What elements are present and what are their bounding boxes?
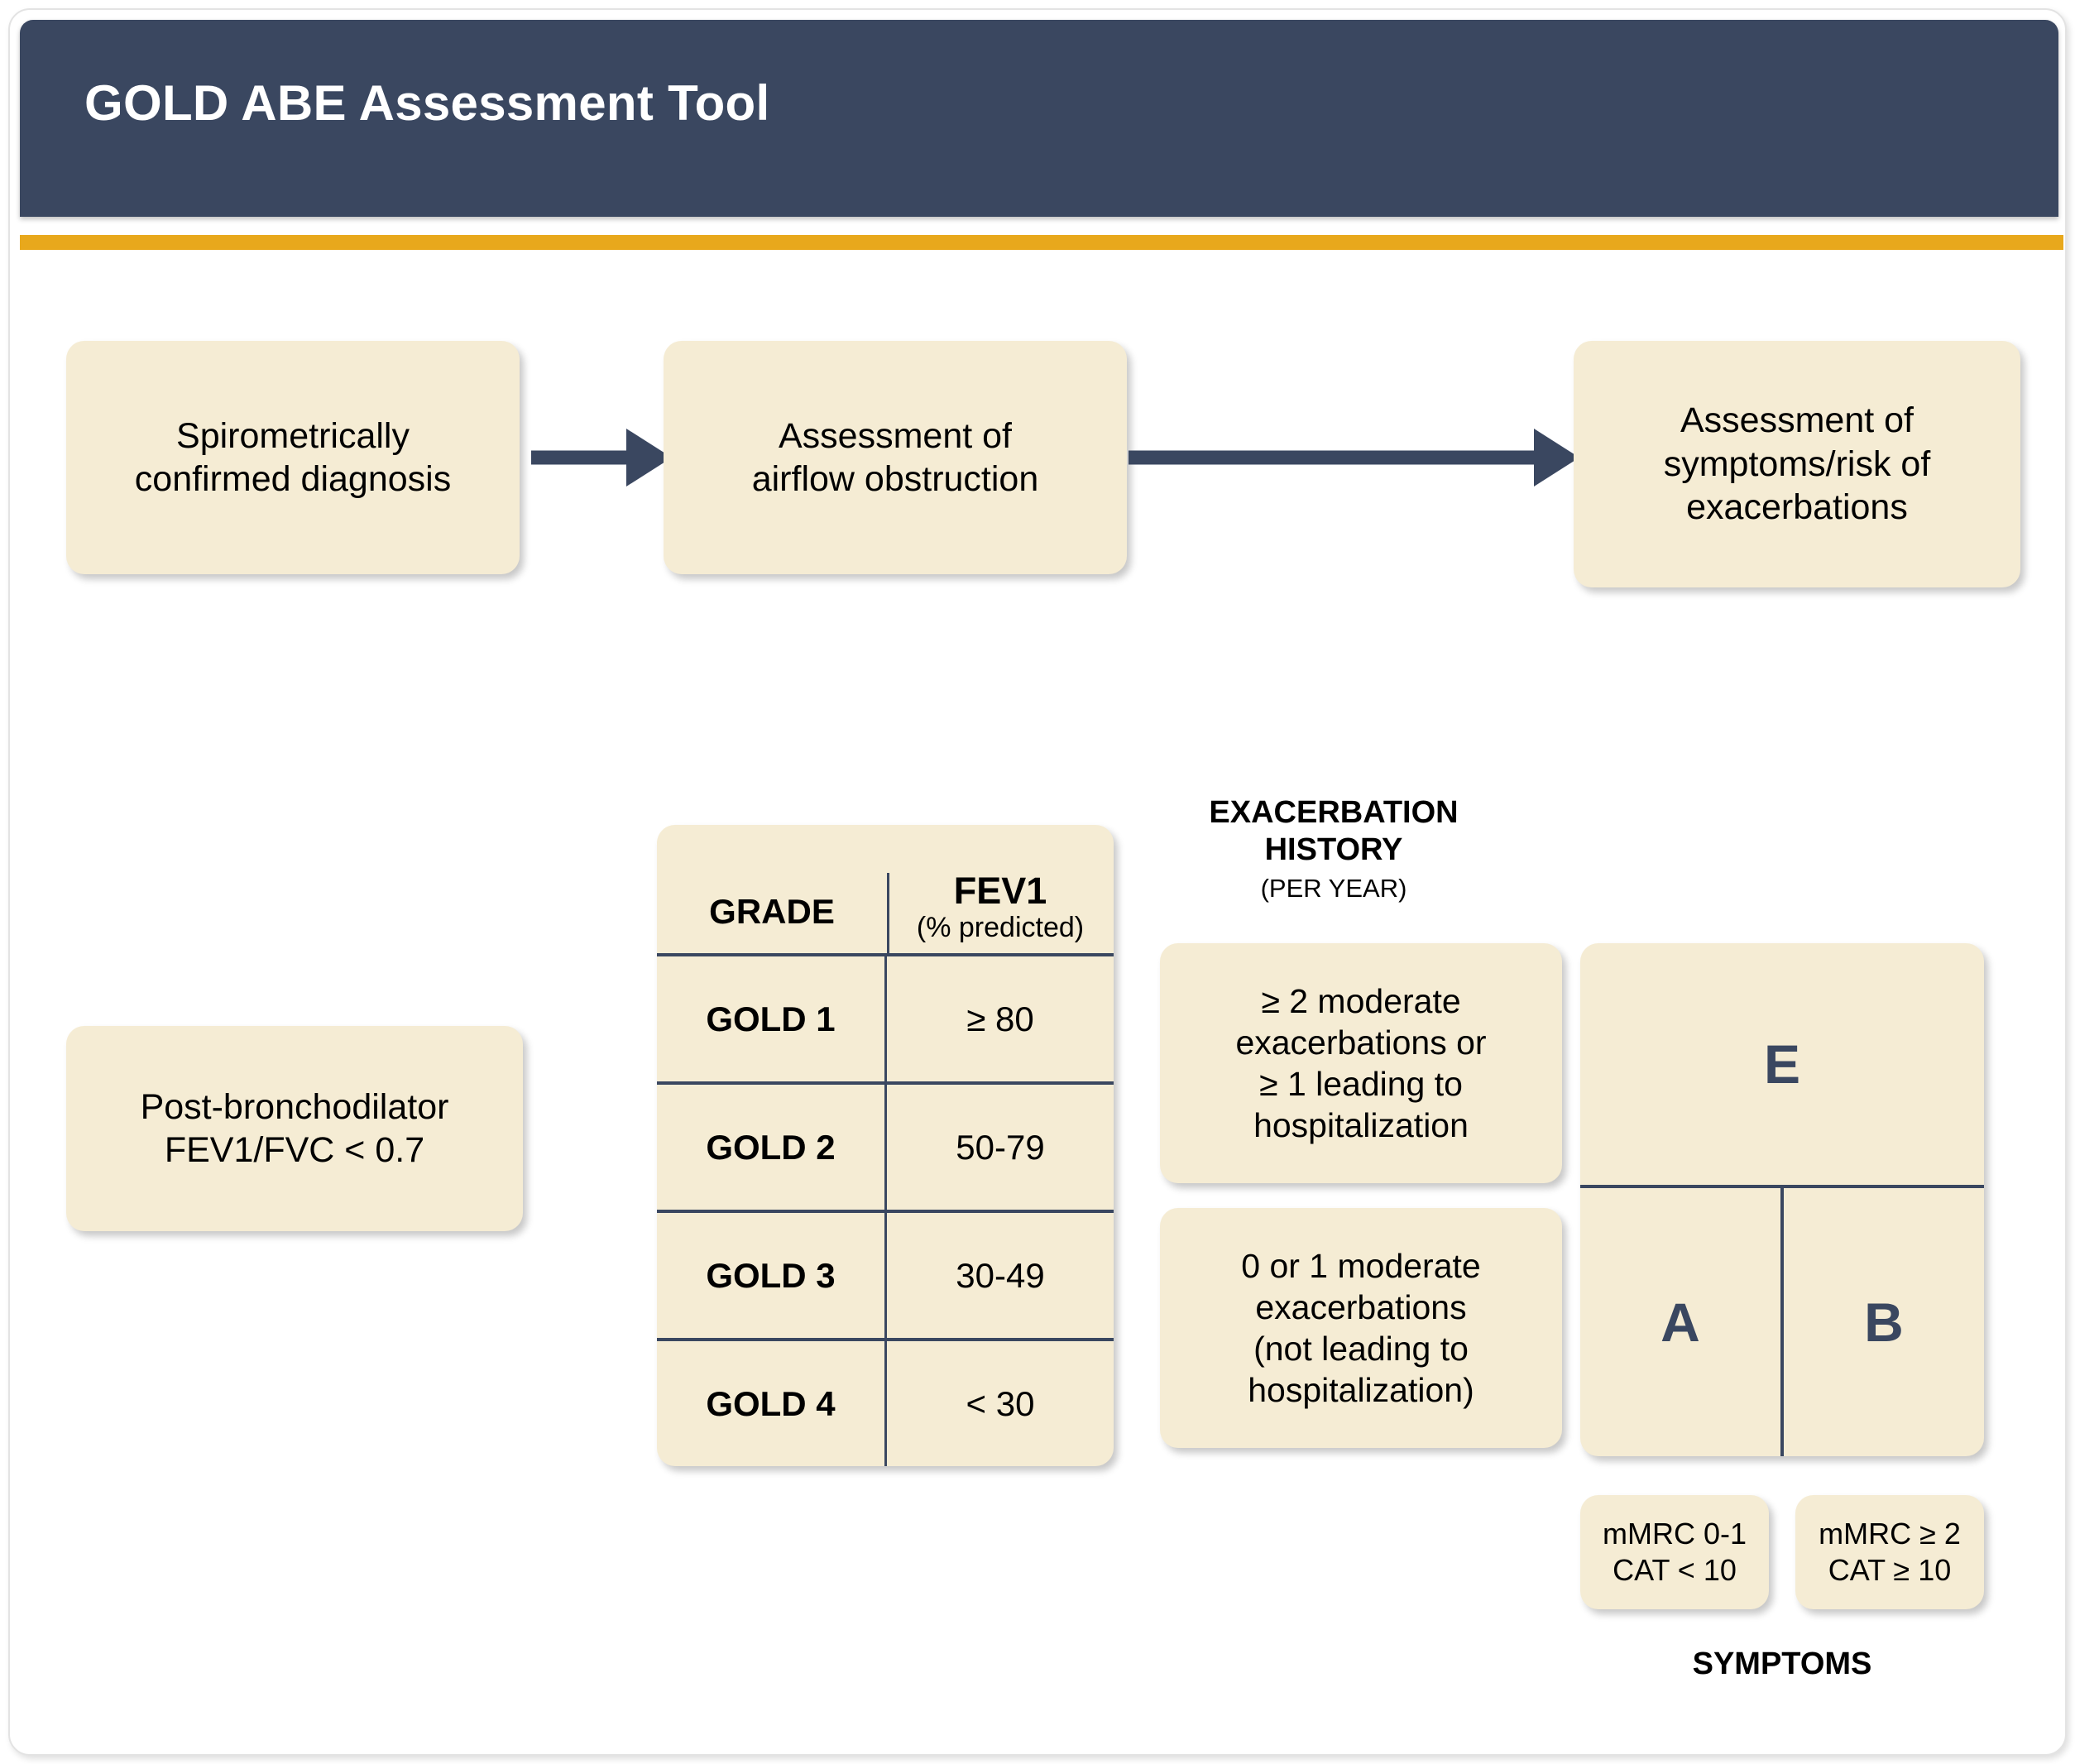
flow-box-3-line-1: Assessment of	[1680, 400, 1914, 441]
cell-fev1-value: < 30	[966, 1383, 1035, 1423]
symptoms-axis-label: SYMPTOMS	[1692, 1647, 1872, 1681]
exac-heading-line-2: HISTORY	[1264, 832, 1403, 867]
cell-grade: GOLD 2	[657, 1085, 887, 1210]
cell-grade: GOLD 1	[657, 956, 887, 1081]
exac-heading-line-1: EXACERBATION	[1209, 795, 1459, 830]
cell-grade: GOLD 3	[657, 1213, 887, 1338]
abe-letter-a: A	[1660, 1292, 1700, 1353]
exac-high-line-1: ≥ 2 moderate	[1261, 981, 1461, 1020]
flow-box-airflow-obstruction: Assessment of airflow obstruction	[664, 341, 1127, 574]
abe-letter-b: B	[1864, 1292, 1904, 1353]
flow-box-1-line-1: Spirometrically	[176, 415, 410, 456]
exac-high-line-2: exacerbations or	[1235, 1023, 1487, 1062]
flow-box-3-line-2: symptoms/risk of	[1663, 443, 1931, 484]
symptom-low-line-1: mMRC 0-1	[1602, 1517, 1747, 1551]
cell-fev1-value: ≥ 80	[966, 999, 1034, 1038]
exac-heading-sub: (PER YEAR)	[1260, 873, 1407, 903]
symptom-box-high: mMRC ≥ 2 CAT ≥ 10	[1795, 1495, 1984, 1609]
abe-group-grid: E A B	[1580, 943, 1984, 1456]
post-bd-line-1: Post-bronchodilator	[140, 1086, 449, 1127]
arrow-right-icon-1	[531, 429, 672, 487]
header-column-divider	[887, 873, 889, 953]
abe-bottom-row: A B	[1580, 1188, 1984, 1456]
table-row: GOLD 3 30-49	[657, 1210, 1114, 1338]
exacerbation-history-heading: EXACERBATION HISTORY (PER YEAR)	[1160, 794, 1507, 905]
symptom-box-low: mMRC 0-1 CAT < 10	[1580, 1495, 1769, 1609]
cell-fev1-value: 30-49	[956, 1255, 1045, 1295]
symptom-high-line-1: mMRC ≥ 2	[1819, 1517, 1961, 1551]
exac-low-line-3: (not leading to	[1253, 1330, 1469, 1368]
symptom-low-line-2: CAT < 10	[1613, 1553, 1737, 1587]
cell-grade: GOLD 4	[657, 1341, 887, 1466]
gold-accent-rule	[20, 235, 2063, 250]
flow-box-1-line-2: confirmed diagnosis	[134, 459, 452, 499]
abe-cell-a: A	[1580, 1188, 1784, 1456]
gold-abe-card: GOLD ABE Assessment Tool Spirometrically…	[8, 8, 2067, 1756]
abe-cell-e: E	[1580, 943, 1984, 1188]
arrow-shaft	[531, 450, 629, 465]
page-title: GOLD ABE Assessment Tool	[84, 75, 770, 131]
header-bar	[20, 20, 2058, 217]
exac-high-line-4: hospitalization	[1253, 1106, 1469, 1145]
exac-low-line-4: hospitalization)	[1248, 1371, 1474, 1410]
arrow-head	[1534, 429, 1579, 487]
exac-high-line-3: ≥ 1 leading to	[1259, 1065, 1463, 1103]
table-header-row: GRADE FEV1 (% predicted)	[657, 825, 1114, 953]
flow-box-symptoms-risk: Assessment of symptoms/risk of exacerbat…	[1574, 341, 2020, 587]
abe-cell-b: B	[1784, 1188, 1984, 1456]
table-row: GOLD 1 ≥ 80	[657, 953, 1114, 1081]
exac-low-line-2: exacerbations	[1255, 1287, 1467, 1326]
arrow-right-icon-2	[1129, 429, 1579, 487]
flow-box-2-line-2: airflow obstruction	[751, 459, 1039, 499]
column-header-fev1-sub: (% predicted)	[916, 912, 1085, 944]
exacerbation-box-high-risk: ≥ 2 moderate exacerbations or ≥ 1 leadin…	[1160, 943, 1562, 1183]
cell-fev1-value: 50-79	[956, 1127, 1045, 1167]
column-header-grade: GRADE	[709, 892, 835, 931]
table-row: GOLD 2 50-79	[657, 1081, 1114, 1210]
abe-letter-e: E	[1763, 1033, 1801, 1095]
exacerbation-box-low-risk: 0 or 1 moderate exacerbations (not leadi…	[1160, 1208, 1562, 1448]
flow-box-2-line-1: Assessment of	[778, 415, 1012, 456]
flow-box-3-line-3: exacerbations	[1686, 487, 1908, 528]
column-header-fev1: FEV1 (% predicted)	[887, 825, 1114, 953]
symptom-high-line-2: CAT ≥ 10	[1828, 1553, 1952, 1587]
post-bd-line-2: FEV1/FVC < 0.7	[164, 1130, 425, 1170]
column-header-fev1-main: FEV1	[953, 869, 1047, 912]
flow-box-spirometry: Spirometrically confirmed diagnosis	[66, 341, 520, 574]
gold-grade-table: GRADE FEV1 (% predicted) GOLD 1 ≥ 80 GOL…	[657, 825, 1114, 1466]
exac-low-line-1: 0 or 1 moderate	[1241, 1246, 1481, 1285]
post-bronchodilator-box: Post-bronchodilator FEV1/FVC < 0.7	[66, 1026, 523, 1231]
arrow-shaft	[1129, 450, 1536, 465]
table-row: GOLD 4 < 30	[657, 1338, 1114, 1466]
